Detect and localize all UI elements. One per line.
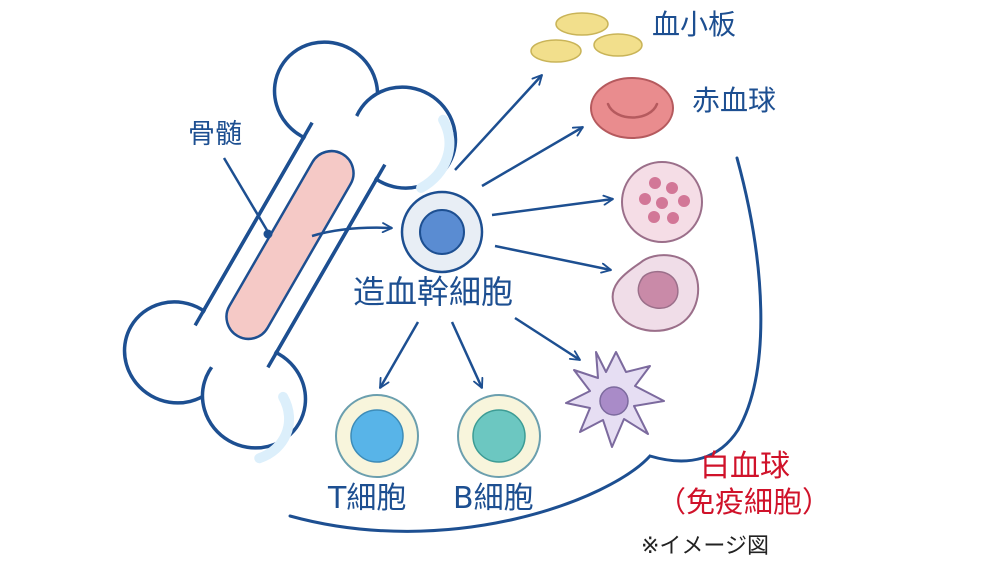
white-blood-cell-bracket [288, 156, 763, 533]
monocyte [611, 254, 700, 332]
label-t-cell: T細胞 [328, 481, 407, 516]
label-immune-cell: （免疫細胞） [657, 485, 832, 519]
b-cell [457, 394, 541, 478]
bone-marrow-pointer-dot [263, 229, 273, 239]
bone-marrow-pointer [222, 157, 270, 233]
bone-illustration [122, 40, 458, 464]
arrow-to-platelet [454, 74, 543, 171]
label-image-note: ※イメージ図 [641, 534, 769, 559]
arrow-to-dendritic-cell [514, 316, 581, 362]
arrow-to-red-blood-cell [481, 125, 584, 188]
arrow-to-monocyte [494, 244, 612, 274]
arrow-to-b-cell [450, 321, 484, 389]
label-stem-cell: 造血幹細胞 [353, 273, 514, 311]
label-bone-marrow: 骨髄 [188, 119, 242, 150]
t-cell [335, 394, 419, 478]
arrow-to-granulocyte [491, 194, 614, 217]
granulocyte [621, 161, 703, 243]
platelets [530, 12, 643, 63]
arrow-to-t-cell [378, 321, 420, 389]
red-blood-cell [590, 77, 674, 139]
stem-cell [400, 190, 484, 274]
label-white-blood-cell: 白血球 [700, 449, 790, 484]
dendritic-cell [565, 351, 665, 448]
label-platelet: 血小板 [652, 8, 737, 41]
label-red-blood-cell: 赤血球 [692, 84, 777, 117]
label-b-cell: B細胞 [453, 481, 534, 516]
arrow-marrow-to-stem [311, 222, 393, 238]
